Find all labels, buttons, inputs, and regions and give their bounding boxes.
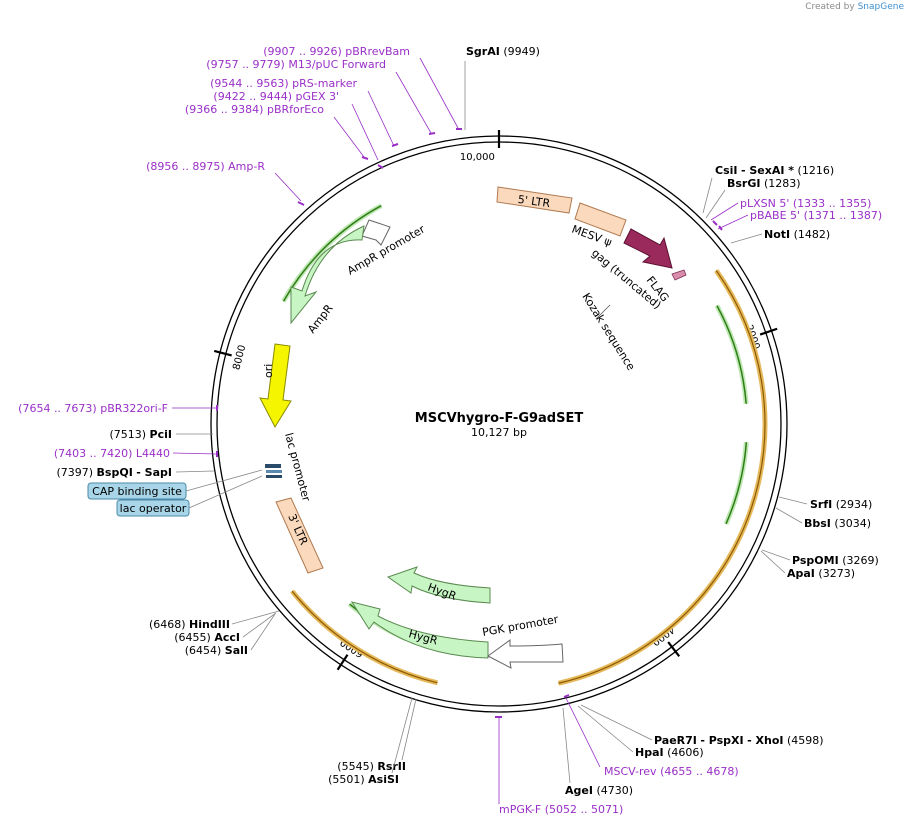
- feature-gag[interactable]: [623, 228, 673, 269]
- svg-text:(5545) RsrII: (5545) RsrII: [337, 760, 406, 773]
- snapgene-logo: SnapGene: [857, 2, 904, 12]
- orf-right-line: [558, 270, 766, 684]
- feature-ampr[interactable]: [290, 225, 365, 325]
- label-ori: ori: [262, 364, 275, 378]
- svg-text:(7513) PciI: (7513) PciI: [109, 428, 172, 441]
- feature-lacop-mark[interactable]: [266, 470, 282, 473]
- svg-text:(9544 .. 9563) pRS-marker: (9544 .. 9563) pRS-marker: [210, 77, 357, 90]
- tick-mark-2: [667, 641, 681, 657]
- svg-text:pBABE 5' (1371 .. 1387): pBABE 5' (1371 .. 1387): [750, 209, 882, 222]
- tick-mark-1: [759, 327, 778, 336]
- orf-green-2-line: [725, 442, 748, 525]
- cap-binding-site-label: CAP binding site: [92, 485, 182, 498]
- svg-text:(9422 .. 9444) pGEX 3': (9422 .. 9444) pGEX 3': [213, 90, 339, 103]
- tick-mark-3: [336, 654, 349, 671]
- kozak-leader: [595, 304, 611, 320]
- orf-right-arc[interactable]: [557, 269, 768, 686]
- feature-ori[interactable]: [259, 343, 292, 429]
- svg-text:BbsI (3034): BbsI (3034): [804, 517, 871, 530]
- feature-mesv-psi[interactable]: [574, 202, 627, 237]
- feature-ampr-promoter[interactable]: [361, 219, 391, 246]
- site-labels: SgrAI (9949) CsiI - SexAI * (1216) BsrGI…: [56, 45, 878, 797]
- svg-text:PspOMI (3269): PspOMI (3269): [792, 554, 879, 567]
- svg-text:PaeR7I - PspXI - XhoI (4598: PaeR7I - PspXI - XhoI (4598): [654, 734, 824, 747]
- svg-text:(7654 .. 7673) pBR322ori-F: (7654 .. 7673) pBR322ori-F: [18, 402, 168, 415]
- svg-text:HpaI (4606): HpaI (4606): [635, 746, 704, 759]
- feature-hygr-1[interactable]: [386, 566, 491, 604]
- svg-text:CsiI - SexAI * (1216): CsiI - SexAI * (1216): [715, 164, 834, 177]
- label-lac-promoter: lac promoter: [282, 431, 313, 503]
- lacop-leader: [188, 475, 263, 509]
- svg-text:MSCV-rev (4655 .. 4678): MSCV-rev (4655 .. 4678): [604, 765, 739, 778]
- svg-text:(9366 .. 9384) pBRforEco: (9366 .. 9384) pBRforEco: [185, 103, 324, 116]
- svg-text:SrfI (2934): SrfI (2934): [810, 498, 872, 511]
- svg-text:ApaI (3273): ApaI (3273): [787, 567, 855, 580]
- label-kozak: Kozak sequence: [579, 291, 637, 373]
- orf-green-2[interactable]: [723, 441, 749, 525]
- primer-leaders: [172, 57, 749, 804]
- svg-text:(6455) AccI: (6455) AccI: [174, 631, 240, 644]
- feature-pgk-promoter[interactable]: [487, 639, 564, 669]
- plasmid-size: 10,127 bp: [471, 426, 527, 439]
- feature-lacprom-mark[interactable]: [266, 475, 282, 478]
- svg-text:(6454) SalI: (6454) SalI: [185, 644, 248, 657]
- lac-operator-label: lac operator: [120, 502, 187, 515]
- label-ampr: AmpR: [305, 302, 336, 336]
- site-leaders: [175, 61, 808, 784]
- svg-text:(6468) HindIII: (6468) HindIII: [149, 618, 230, 631]
- primer-labels: (9907 .. 9926) pBRrevBam (9757 .. 9779) …: [18, 45, 882, 816]
- tick-label-4: 8000: [231, 344, 248, 371]
- plasmid-name: MSCVhygro-F-G9adSET: [415, 411, 584, 426]
- feature-hygr-2[interactable]: [350, 601, 489, 659]
- label-pgk-promoter: PGK promoter: [481, 613, 559, 639]
- feature-cap-mark[interactable]: [265, 464, 281, 468]
- tick-mark-4: [213, 349, 232, 357]
- svg-text:mPGK-F (5052 .. 5071): mPGK-F (5052 .. 5071): [499, 803, 623, 816]
- svg-text:(9907 .. 9926) pBRrevBam: (9907 .. 9926) pBRrevBam: [263, 45, 410, 58]
- cap-leader: [185, 469, 263, 492]
- orf-bottom-line: [291, 590, 438, 684]
- svg-text:(7397) BspQI - SapI: (7397) BspQI - SapI: [56, 466, 172, 479]
- snapgene-credit: Created by SnapGene: [805, 2, 904, 12]
- svg-text:(8956 .. 8975) Amp-R: (8956 .. 8975) Amp-R: [146, 160, 265, 173]
- orf-green-1-line: [716, 305, 747, 404]
- svg-text:(7403 .. 7420) L4440: (7403 .. 7420) L4440: [54, 447, 170, 460]
- svg-text:SgrAI (9949): SgrAI (9949): [466, 45, 540, 58]
- feature-flag[interactable]: [671, 269, 687, 281]
- feature-5ltr[interactable]: [496, 186, 573, 214]
- primer-marks: [216, 128, 723, 718]
- svg-text:(9757 .. 9779) M13/pUC Forwar: (9757 .. 9779) M13/pUC Forward: [206, 58, 386, 71]
- svg-text:NotI (1482): NotI (1482): [764, 228, 830, 241]
- tick-label-0: 10,000: [460, 152, 495, 163]
- svg-text:pLXSN 5' (1333 .. 1355): pLXSN 5' (1333 .. 1355): [740, 197, 871, 210]
- svg-text:(5501) AsiSI: (5501) AsiSI: [328, 773, 399, 786]
- feature-3ltr[interactable]: [275, 497, 324, 574]
- svg-text:AgeI (4730): AgeI (4730): [565, 784, 633, 797]
- label-5ltr: 5' LTR: [517, 193, 551, 210]
- svg-text:BsrGI (1283): BsrGI (1283): [727, 177, 801, 190]
